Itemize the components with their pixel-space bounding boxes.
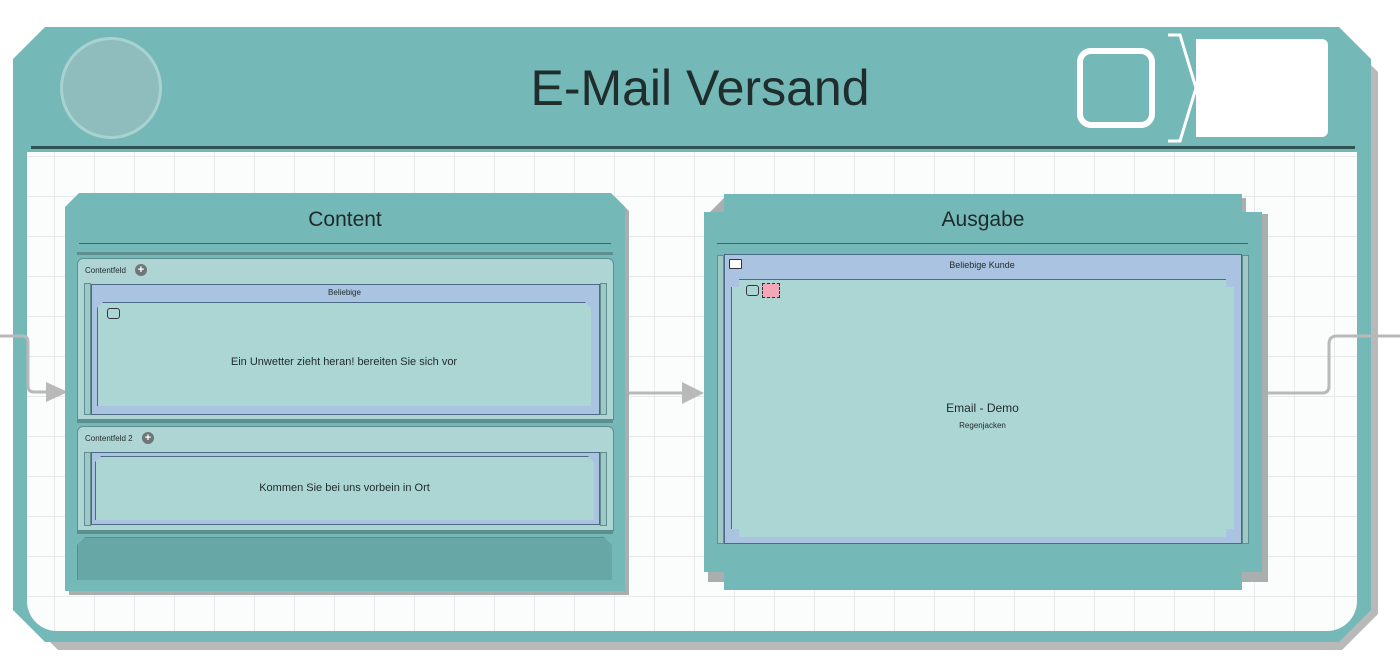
selection-marker-icon[interactable] bbox=[762, 283, 780, 298]
output-slot[interactable] bbox=[1196, 39, 1328, 137]
content-output-connector bbox=[627, 382, 704, 404]
add-field-2-icon[interactable]: + bbox=[142, 432, 154, 444]
content-title-rule bbox=[79, 243, 611, 244]
status-circle-icon[interactable] bbox=[60, 37, 162, 139]
field-1-header: Beliebige bbox=[328, 288, 361, 297]
output-left-bar bbox=[717, 255, 724, 544]
page-title: E-Mail Versand bbox=[530, 60, 870, 116]
output-header: Beliebige Kunde bbox=[949, 260, 1015, 270]
field-1-text-area[interactable] bbox=[97, 302, 591, 406]
field-separator-2 bbox=[77, 531, 613, 534]
output-checkbox-icon[interactable] bbox=[729, 259, 742, 269]
title-divider bbox=[31, 146, 1355, 149]
field-2-text-area[interactable] bbox=[95, 456, 594, 520]
content-panel-title: Content bbox=[308, 208, 382, 231]
content-field-2-label: Contentfeld 2 bbox=[85, 434, 133, 443]
output-connector bbox=[1262, 334, 1400, 395]
output-main-text: Email - Demo bbox=[946, 401, 1019, 415]
output-right-bar bbox=[1242, 255, 1249, 544]
output-sub-text: Regenjacken bbox=[959, 421, 1006, 430]
field-2-text: Kommen Sie bei uns vorbein in Ort bbox=[259, 482, 430, 494]
output-bracket-icon bbox=[1168, 33, 1198, 143]
field-2-right-bar bbox=[600, 452, 607, 526]
output-title-rule bbox=[717, 243, 1248, 244]
input-connector bbox=[0, 334, 68, 402]
field-1-text: Ein Unwetter zieht heran! bereiten Sie s… bbox=[230, 356, 458, 368]
content-drop-zone[interactable] bbox=[77, 537, 612, 580]
output-panel-title: Ausgabe bbox=[941, 208, 1025, 231]
content-band bbox=[77, 252, 613, 255]
field-1-left-bar bbox=[84, 283, 91, 415]
field-1-right-bar bbox=[600, 283, 607, 415]
field-2-left-bar bbox=[84, 452, 91, 526]
field-1-checkbox-icon[interactable] bbox=[107, 308, 120, 319]
content-field-1-label: Contentfeld bbox=[85, 266, 126, 275]
add-field-1-icon[interactable]: + bbox=[135, 264, 147, 276]
output-toggle-icon[interactable] bbox=[746, 285, 759, 296]
output-panel-footer bbox=[724, 560, 1242, 590]
window-icon[interactable] bbox=[1077, 48, 1155, 128]
field-separator bbox=[77, 420, 613, 423]
output-preview[interactable] bbox=[731, 279, 1234, 537]
